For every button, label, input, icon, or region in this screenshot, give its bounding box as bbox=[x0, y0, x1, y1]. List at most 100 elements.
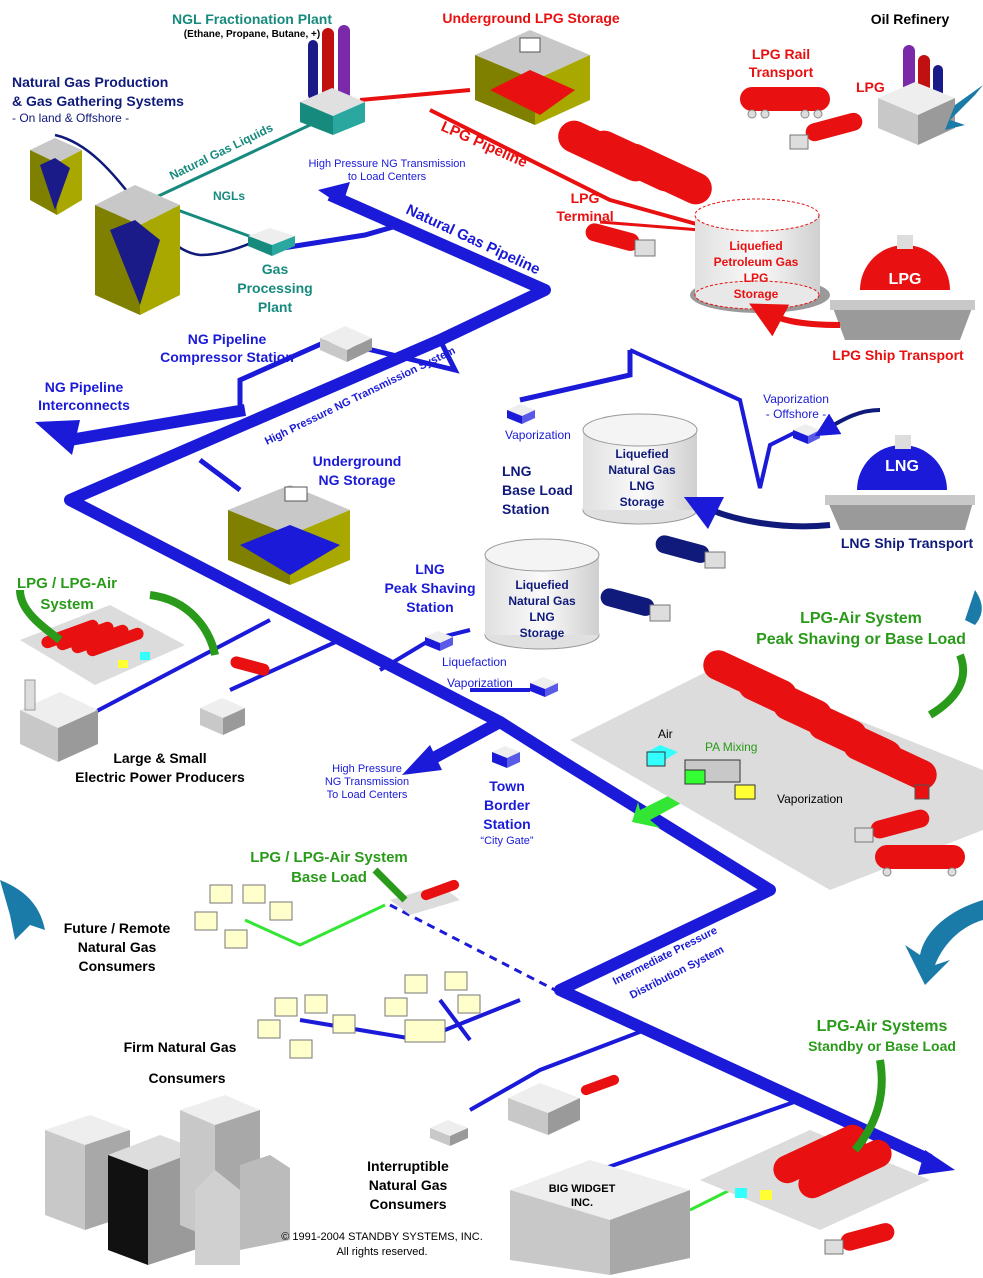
lpg-rail-label-2: Transport bbox=[749, 64, 814, 80]
compressor-station bbox=[320, 326, 372, 362]
offshore-pipe bbox=[629, 348, 801, 489]
lng-vaporizer-offshore bbox=[793, 424, 820, 444]
lng-vaporizer-peak bbox=[530, 677, 558, 697]
compressor-label-2: Compressor Station bbox=[160, 349, 294, 365]
future-label-1: Future / Remote bbox=[64, 920, 171, 936]
lpg-air-peak-arrow bbox=[927, 653, 968, 719]
ngl-fractionation-plant bbox=[300, 25, 365, 135]
lpg-pipeline bbox=[359, 88, 701, 227]
ngl-plant-sublabel: (Ethane, Propane, Butane, +) bbox=[184, 29, 320, 40]
power-label-1: Large & Small bbox=[113, 750, 206, 766]
lpg-air-base-label-1: LPG / LPG-Air System bbox=[250, 849, 408, 866]
pa-mixing-label: PA Mixing bbox=[705, 740, 757, 754]
ng-pipeline-arrowhead-bottom bbox=[918, 1150, 955, 1175]
lpg-truck-top bbox=[789, 112, 863, 150]
firm-label-2: Consumers bbox=[148, 1070, 225, 1086]
gas-processing-label-3: Plant bbox=[258, 299, 293, 315]
gas-field-block-small bbox=[30, 138, 82, 215]
gas-processing-label-2: Processing bbox=[237, 280, 312, 296]
gas-field-block-large bbox=[95, 185, 180, 315]
lng-ship bbox=[825, 435, 975, 530]
lpg-air-peak-label-2: Peak Shaving or Base Load bbox=[756, 631, 966, 648]
lpg-air-line-base bbox=[244, 903, 386, 947]
vaporization-base-label: Vaporization bbox=[505, 428, 571, 442]
lpg-air-left-arrow-1 bbox=[16, 589, 63, 644]
lpg-pipeline-network bbox=[359, 88, 701, 232]
lng-ship-label: LNG Ship Transport bbox=[841, 535, 974, 551]
firm-label-1: Firm Natural Gas bbox=[124, 1039, 237, 1055]
firm-consumers-houses bbox=[257, 971, 481, 1059]
town-label-1: Town bbox=[489, 778, 525, 794]
lpg-air-label-1: LPG / LPG-Air bbox=[17, 575, 117, 592]
hp-load-label-2: NG Transmission bbox=[325, 776, 409, 788]
gas-processing-label-1: Gas bbox=[262, 261, 289, 277]
ngl-plant-label: NGL Fractionation Plant bbox=[172, 11, 332, 27]
lng-truck-peak bbox=[600, 588, 671, 622]
hp-load-label-1: High Pressure bbox=[332, 763, 402, 775]
future-dashed-pipe bbox=[389, 903, 556, 992]
ng-production-label-1: Natural Gas Production bbox=[12, 74, 168, 90]
air-label: Air bbox=[658, 727, 673, 741]
lpg-storage-tank bbox=[690, 198, 830, 313]
ng-production-label-3: - On land & Offshore - bbox=[12, 111, 129, 125]
lpg-air-base-label-2: Base Load bbox=[291, 869, 367, 886]
lng-peak-storage-label-1: Liquefied bbox=[515, 578, 568, 592]
compressor-label-1: NG Pipeline bbox=[188, 331, 267, 347]
lng-storage-label-2: Natural Gas bbox=[608, 463, 676, 477]
lpg-air-standby-label-1: LPG-Air Systems bbox=[817, 1018, 948, 1035]
lpg-small-label: LPG bbox=[856, 79, 885, 95]
lng-storage-label-3: LNG bbox=[629, 479, 654, 493]
city-buildings bbox=[45, 1095, 290, 1265]
ngl-liquids-label: Natural Gas Liquids bbox=[167, 120, 275, 182]
interconnects-label-1: NG Pipeline bbox=[45, 379, 124, 395]
lpg-truck-terminal bbox=[585, 223, 656, 257]
interconnect-pipe bbox=[68, 404, 247, 446]
lng-peak-storage-label-4: Storage bbox=[520, 626, 565, 640]
lng-liquefaction-unit bbox=[425, 631, 453, 651]
lng-peak-label-2: Peak Shaving bbox=[384, 580, 475, 596]
vaporization-offshore-label-1: Vaporization bbox=[763, 392, 829, 406]
lpg-air-base-unit bbox=[390, 879, 460, 915]
power-producer-pipe bbox=[94, 618, 341, 714]
town-border-station bbox=[492, 746, 520, 768]
edge-arrow-top-right bbox=[945, 85, 983, 130]
lng-vaporizer-base bbox=[507, 404, 535, 424]
ng-pipeline-arrowhead-top bbox=[318, 182, 350, 206]
lpg-truck-right bbox=[854, 809, 930, 843]
edge-arrow-right-mid bbox=[965, 590, 982, 625]
ngl-gathering-line bbox=[54, 133, 261, 257]
lpg-air-label-2: System bbox=[40, 596, 93, 613]
vaporization-right-label: Vaporization bbox=[777, 792, 843, 806]
lpg-terminal-pipe bbox=[599, 220, 701, 232]
big-widget-label-2: INC. bbox=[571, 1197, 593, 1209]
big-widget-label-1: BIG WIDGET bbox=[549, 1183, 616, 1195]
copyright-line-1: © 1991-2004 STANDBY SYSTEMS, INC. bbox=[281, 1231, 483, 1243]
oil-refinery-label: Oil Refinery bbox=[871, 11, 950, 27]
hp-transmission-label-1: High Pressure NG Transmission bbox=[308, 158, 465, 170]
ug-lpg-storage-label: Underground LPG Storage bbox=[442, 10, 620, 26]
interruptible-buildings bbox=[430, 1074, 690, 1275]
lpg-storage-label-2: Petroleum Gas bbox=[714, 255, 799, 269]
lpg-ship-label: LPG Ship Transport bbox=[832, 347, 964, 363]
lpg-storage-label-4: Storage bbox=[734, 287, 779, 301]
interruptible-label-2: Natural Gas bbox=[369, 1177, 448, 1193]
lng-ship-badge: LNG bbox=[885, 458, 919, 475]
copyright-line-2: All rights reserved. bbox=[336, 1246, 427, 1258]
future-label-2: Natural Gas bbox=[78, 939, 157, 955]
town-label-4: “City Gate” bbox=[480, 835, 534, 847]
lng-peak-label-1: LNG bbox=[415, 561, 445, 577]
hp-load-label-3: To Load Centers bbox=[327, 789, 408, 801]
lng-peak-tank bbox=[484, 538, 600, 650]
lpg-truck-standby bbox=[824, 1223, 895, 1255]
vaporization-peak-label: Vaporization bbox=[447, 676, 513, 690]
lng-offshore-arrow bbox=[814, 408, 881, 437]
lng-storage-label-1: Liquefied bbox=[615, 447, 668, 461]
lng-storage-label-4: Storage bbox=[620, 495, 665, 509]
lpg-air-standby-label-2: Standby or Base Load bbox=[808, 1038, 956, 1054]
lpg-storage-label-3: LPG bbox=[744, 271, 769, 285]
lng-truck-base bbox=[655, 535, 726, 569]
lpg-rail-car bbox=[740, 87, 830, 119]
interruptible-label-1: Interruptible bbox=[367, 1158, 449, 1174]
